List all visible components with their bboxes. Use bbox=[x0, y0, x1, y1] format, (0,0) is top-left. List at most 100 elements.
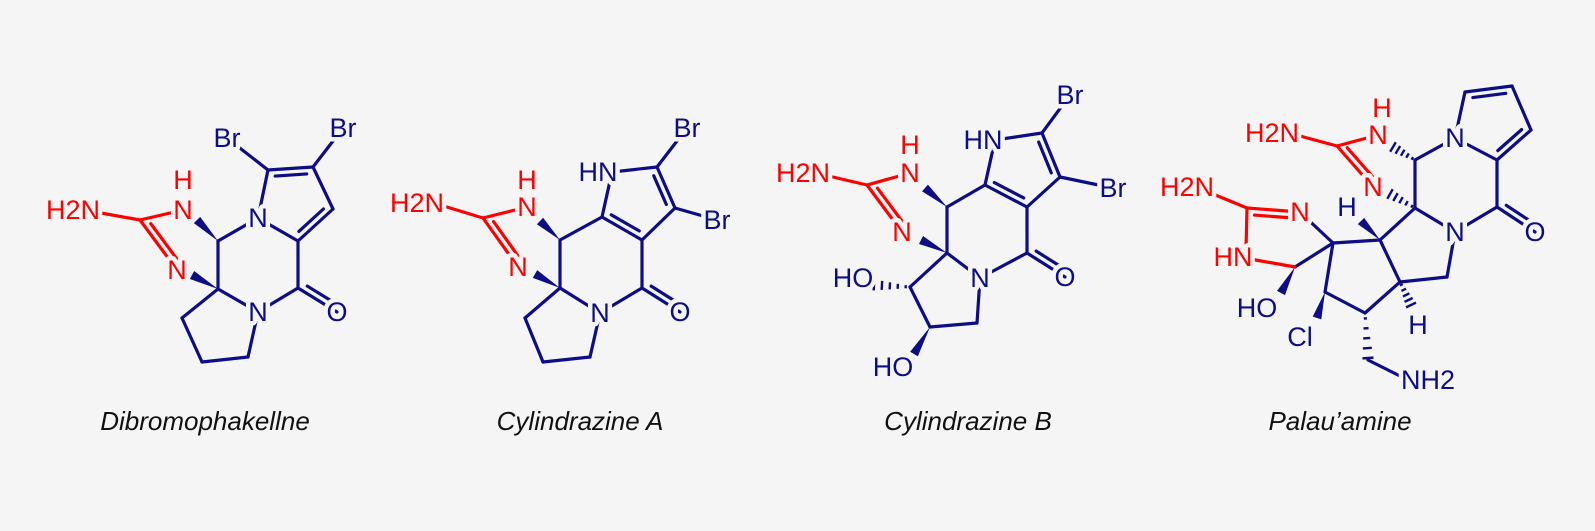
caption-palauamine: Palau’amine bbox=[1268, 406, 1411, 436]
single-bond bbox=[908, 285, 932, 329]
single-bond bbox=[180, 287, 220, 320]
double-bond-line bbox=[992, 180, 1026, 200]
wedge-bond bbox=[1277, 267, 1295, 296]
double-bond-line bbox=[1034, 249, 1065, 270]
wedge-bond bbox=[532, 270, 560, 288]
atom-label-n: N bbox=[1445, 217, 1465, 247]
wedge-bond bbox=[1312, 292, 1325, 320]
single-bond bbox=[138, 208, 185, 222]
single-bond bbox=[600, 170, 614, 219]
single-bond bbox=[1363, 280, 1402, 315]
single-bond bbox=[1413, 136, 1457, 162]
single-bond bbox=[1453, 90, 1467, 140]
hashed-bond bbox=[1403, 296, 1414, 303]
atom-label-n: N bbox=[970, 263, 990, 293]
hashed-bond bbox=[1399, 149, 1406, 157]
caption-cylindrazine-a: Cylindrazine A bbox=[497, 406, 664, 436]
single-bond bbox=[481, 205, 529, 220]
single-bond bbox=[1244, 206, 1249, 252]
single-bond bbox=[610, 165, 659, 174]
single-bond bbox=[1335, 144, 1375, 189]
double-bond-line bbox=[1037, 140, 1053, 175]
single-bond bbox=[1398, 275, 1449, 284]
atom-label-n: N bbox=[173, 195, 193, 225]
double-bond-line bbox=[1345, 146, 1375, 179]
single-bond bbox=[818, 172, 869, 187]
double-bond-line bbox=[875, 186, 904, 223]
single-bond bbox=[975, 276, 982, 325]
atom-label-ho: HO bbox=[833, 263, 874, 293]
single-bond bbox=[266, 165, 315, 172]
single-bond bbox=[655, 165, 677, 210]
single-bond bbox=[673, 206, 719, 222]
single-bond bbox=[1495, 128, 1533, 162]
atom-label-h: H bbox=[173, 165, 193, 195]
single-bond bbox=[655, 126, 689, 169]
single-bond bbox=[558, 215, 604, 242]
atom-label-h2n: H2N bbox=[1160, 172, 1214, 202]
atom-label-n: N bbox=[900, 158, 920, 188]
single-bond bbox=[1300, 212, 1335, 245]
single-bond bbox=[246, 310, 260, 359]
atom-label-o: O bbox=[1054, 262, 1075, 292]
hashed-bond bbox=[1405, 301, 1417, 309]
hashed-bond bbox=[1392, 192, 1399, 202]
atom-label-n: N bbox=[1445, 123, 1465, 153]
atom-label-o: O bbox=[1524, 217, 1545, 247]
single-bond bbox=[1378, 206, 1417, 242]
single-bond bbox=[558, 286, 602, 315]
hashed-bond bbox=[1400, 287, 1407, 292]
single-bond bbox=[1040, 93, 1072, 135]
single-bond bbox=[523, 316, 545, 364]
atom-label-n: N bbox=[1368, 120, 1388, 150]
hashed-bond bbox=[1386, 188, 1394, 200]
single-bond bbox=[1378, 238, 1402, 284]
hashed-bond bbox=[1399, 283, 1404, 287]
single-bond bbox=[1463, 84, 1514, 94]
atom-label-ho: HO bbox=[1237, 293, 1278, 323]
atom-label-br: Br bbox=[1057, 80, 1084, 110]
single-bond bbox=[1323, 241, 1335, 294]
single-bond bbox=[216, 287, 260, 314]
atom-label-n: N bbox=[248, 297, 268, 327]
single-bond bbox=[225, 136, 270, 172]
single-bond bbox=[993, 131, 1044, 142]
atom-label-h2n: H2N bbox=[390, 188, 444, 218]
caption-cylindrazine-b: Cylindrazine B bbox=[884, 406, 1052, 436]
single-bond bbox=[311, 126, 345, 169]
bond-layer bbox=[88, 84, 1537, 378]
single-bond bbox=[1293, 241, 1335, 269]
atom-label-h: H bbox=[1408, 310, 1428, 340]
single-bond bbox=[256, 216, 300, 243]
atom-label-nh2: NH2 bbox=[1401, 365, 1455, 395]
atom-label-n: N bbox=[1363, 172, 1383, 202]
single-bond bbox=[945, 183, 987, 209]
hashed-bond bbox=[1394, 145, 1402, 155]
atom-label-o: O bbox=[326, 297, 347, 327]
single-bond bbox=[1323, 290, 1367, 315]
single-bond bbox=[541, 355, 592, 364]
single-bond bbox=[1245, 206, 1302, 214]
atom-label-o: O bbox=[669, 297, 690, 327]
atom-label-n: N bbox=[517, 192, 537, 222]
single-bond bbox=[945, 251, 982, 280]
single-bond bbox=[640, 206, 677, 242]
single-bond bbox=[435, 202, 485, 220]
hashed-bond bbox=[1410, 204, 1414, 209]
single-bond bbox=[296, 286, 339, 314]
single-bond bbox=[1413, 206, 1457, 234]
single-bond bbox=[588, 311, 602, 359]
atom-label-n: N bbox=[508, 252, 528, 282]
hashed-bond bbox=[880, 280, 884, 291]
single-bond bbox=[865, 183, 904, 234]
atom-label-n: N bbox=[167, 255, 187, 285]
double-bond-line bbox=[491, 219, 520, 258]
single-bond bbox=[311, 165, 335, 211]
single-bond bbox=[1453, 136, 1499, 162]
single-bond bbox=[1495, 205, 1537, 234]
double-bond-line bbox=[1252, 213, 1294, 220]
atom-label-h: H bbox=[900, 130, 920, 160]
single-bond bbox=[1248, 257, 1297, 269]
